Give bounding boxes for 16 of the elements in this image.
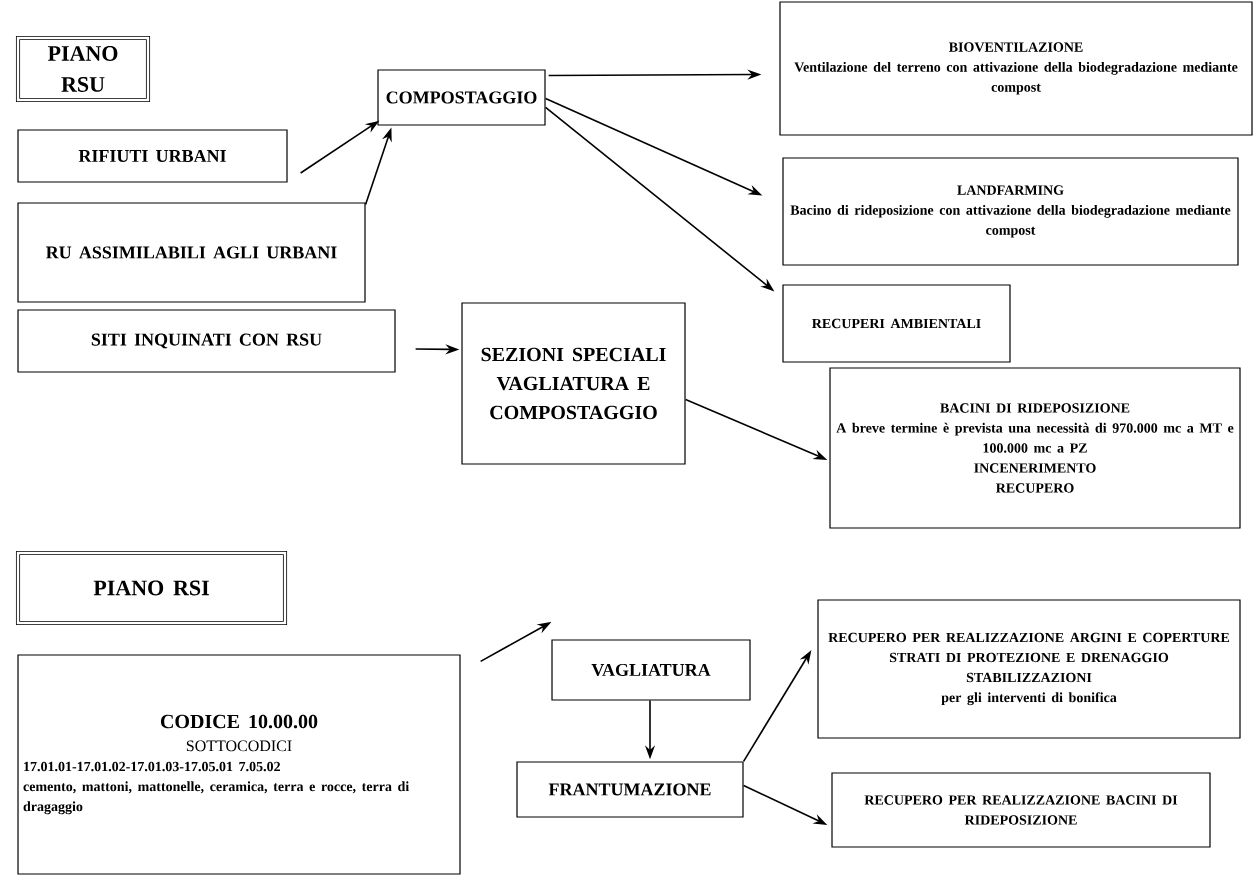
source-box: SITI INQUINATI CON RSU [17,309,396,373]
treatment-box: RECUPERO PER REALIZZAZIONE ARGINI E COPERTURE STRATI DI PROTEZIONE E DRENAGGIO STABILIZZAZIONI per gli interventi di bonifica [817,599,1241,739]
process-box: COMPOSTAGGIO [377,69,546,126]
code-box: CODICE 10.00.00 SOTTOCODICI 17.01.01-17.01.02-17.01.03-17.05.01 7.05.02 cemento, mattoni, mattonelle, ceramica, terra e rocce, terra di dragaggio [17,654,461,875]
plan-title-box: PIANO RSI [15,550,288,626]
process-box: VAGLIATURA [551,639,751,701]
treatment-box: BACINI DI RIDEPOSIZIONE A breve termine è prevista una necessità di 970.000 mc a MT e 100.000 mc a PZ INCENERIMENTO RECUPERO [829,367,1241,529]
treatment-box: RECUPERO PER REALIZZAZIONE BACINI DI RIDEPOSIZIONE [831,772,1211,848]
treatment-box: BIOVENTILAZIONE Ventilazione del terreno con attivazione della biodegradazione mediante compost [779,1,1253,136]
treatment-box: LANDFARMING Bacino di rideposizione con attivazione della biodegradazione mediante compost [782,157,1239,266]
plan-title-box: PIANO RSU [15,35,151,103]
treatment-box: RECUPERI AMBIENTALI [782,284,1011,363]
source-box: RU ASSIMILABILI AGLI URBANI [17,202,366,303]
process-box: FRANTUMAZIONE [516,761,744,818]
source-box: RIFIUTI URBANI [17,129,288,183]
process-box: SEZIONI SPECIALI VAGLIATURA E COMPOSTAGGIO [461,302,686,465]
